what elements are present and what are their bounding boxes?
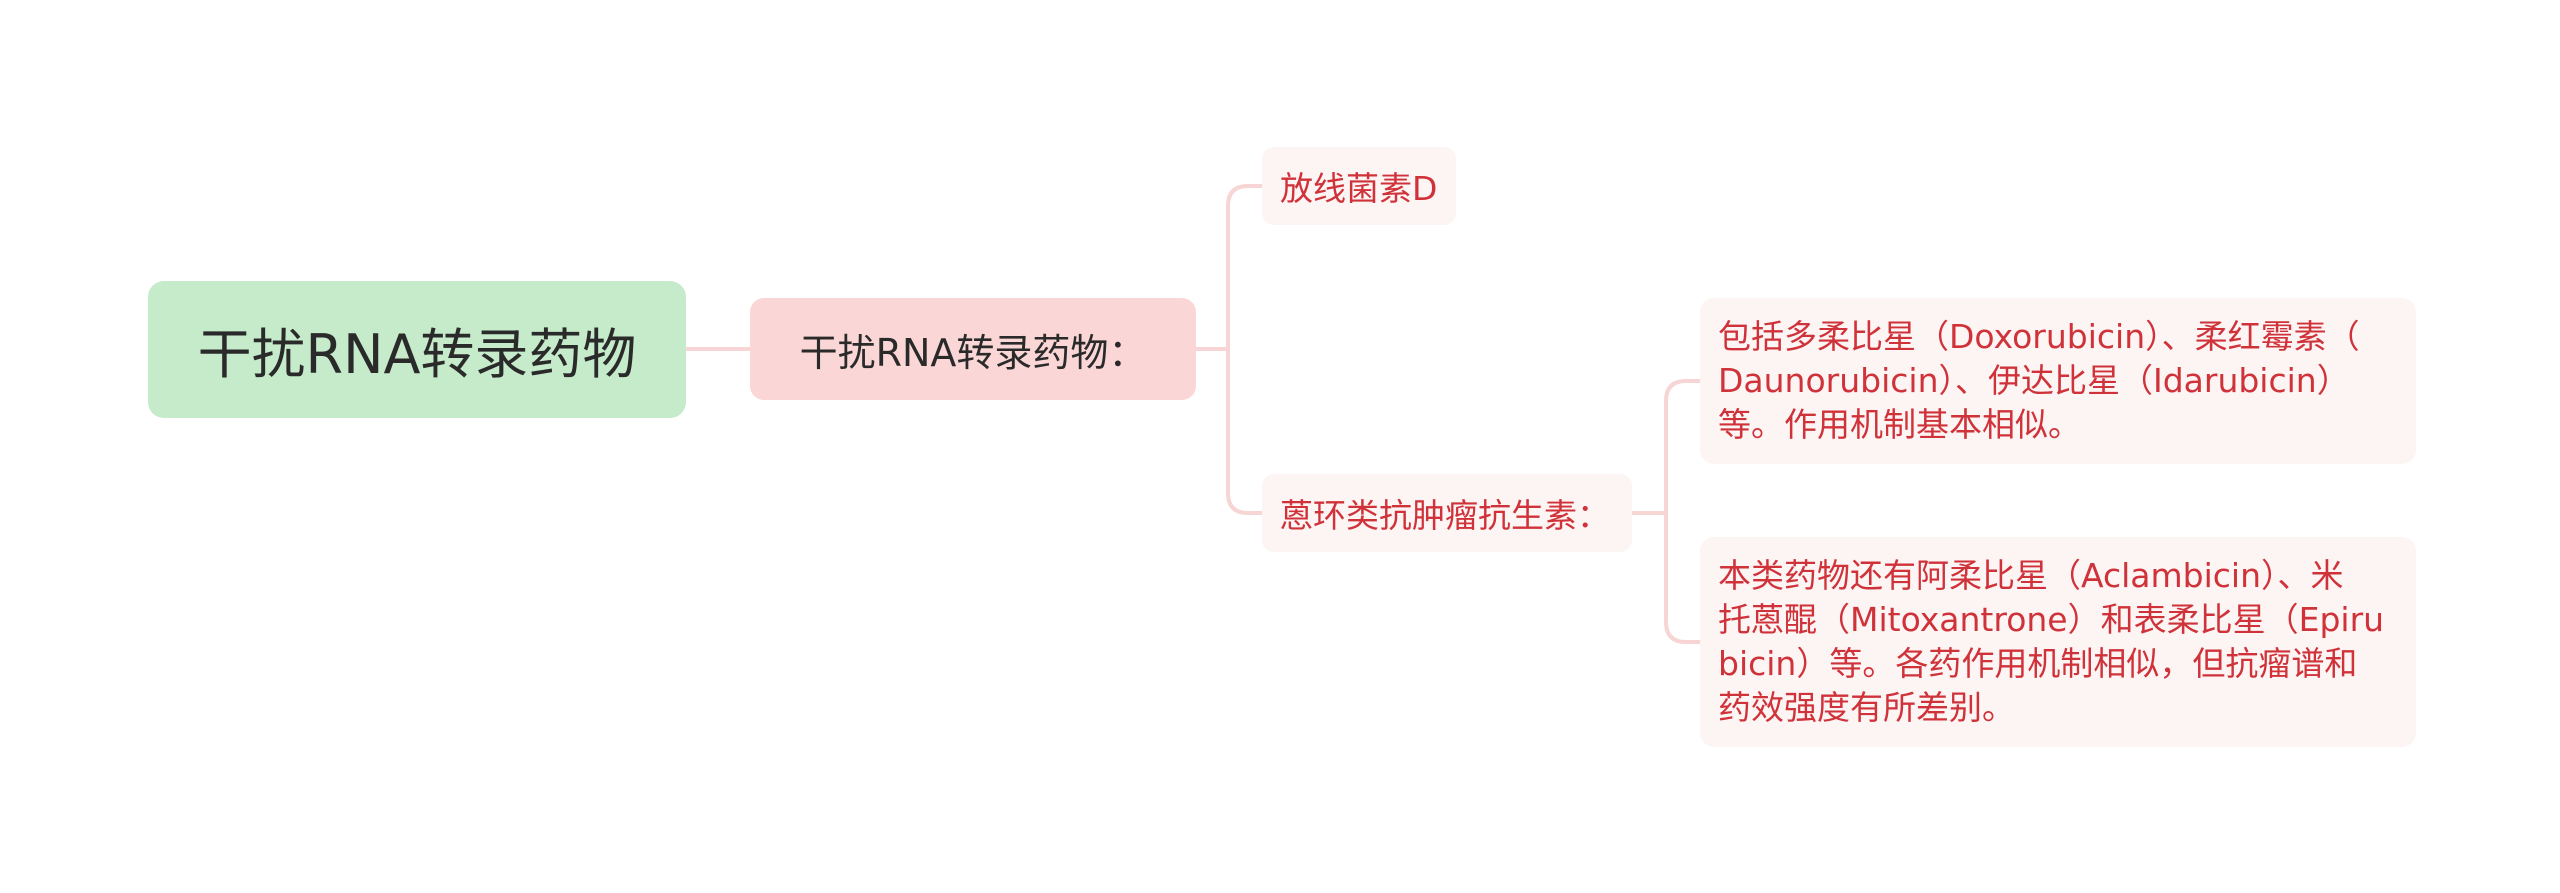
anthracycline-detail-2[interactable]: 本类药物还有阿柔比星（Aclambicin）、米 托蒽醌（Mitoxantron… (1700, 537, 2416, 747)
actinomycin-node[interactable]: 放线菌素D (1262, 147, 1456, 225)
root-topic-label: 干扰RNA转录药物 (197, 323, 637, 386)
anthracycline-node[interactable]: 蒽环类抗肿瘤抗生素： (1262, 474, 1632, 552)
detail-2-line: 本类药物还有阿柔比星（Aclambicin）、米 (1718, 556, 2344, 595)
subtopic-node[interactable]: 干扰RNA转录药物： (750, 298, 1196, 400)
detail-1-line: Daunorubicin）、伊达比星（Idarubicin） (1718, 361, 2350, 400)
connector-branch-to-actinomycin (1226, 184, 1264, 351)
actinomycin-label: 放线菌素D (1280, 169, 1438, 208)
detail-2-line: bicin）等。各药作用机制相似，但抗瘤谱和 (1718, 644, 2358, 683)
detail-2-line: 托蒽醌（Mitoxantrone）和表柔比星（Epiru (1718, 600, 2385, 639)
connector-fork-to-detail-2 (1664, 511, 1702, 644)
detail-1-line: 包括多柔比星（Doxorubicin）、柔红霉素（ (1718, 317, 2360, 356)
connector-fork-to-detail-1 (1664, 379, 1702, 515)
anthracycline-label: 蒽环类抗肿瘤抗生素： (1280, 496, 1610, 535)
detail-1-line: 等。作用机制基本相似。 (1718, 405, 2081, 444)
root-topic[interactable]: 干扰RNA转录药物 (148, 281, 686, 418)
detail-2-line: 药效强度有所差别。 (1718, 688, 2015, 727)
subtopic-label: 干扰RNA转录药物： (799, 330, 1147, 375)
anthracycline-detail-1[interactable]: 包括多柔比星（Doxorubicin）、柔红霉素（ Daunorubicin）、… (1700, 298, 2416, 464)
connector-branch-to-anthracycline (1226, 347, 1264, 515)
